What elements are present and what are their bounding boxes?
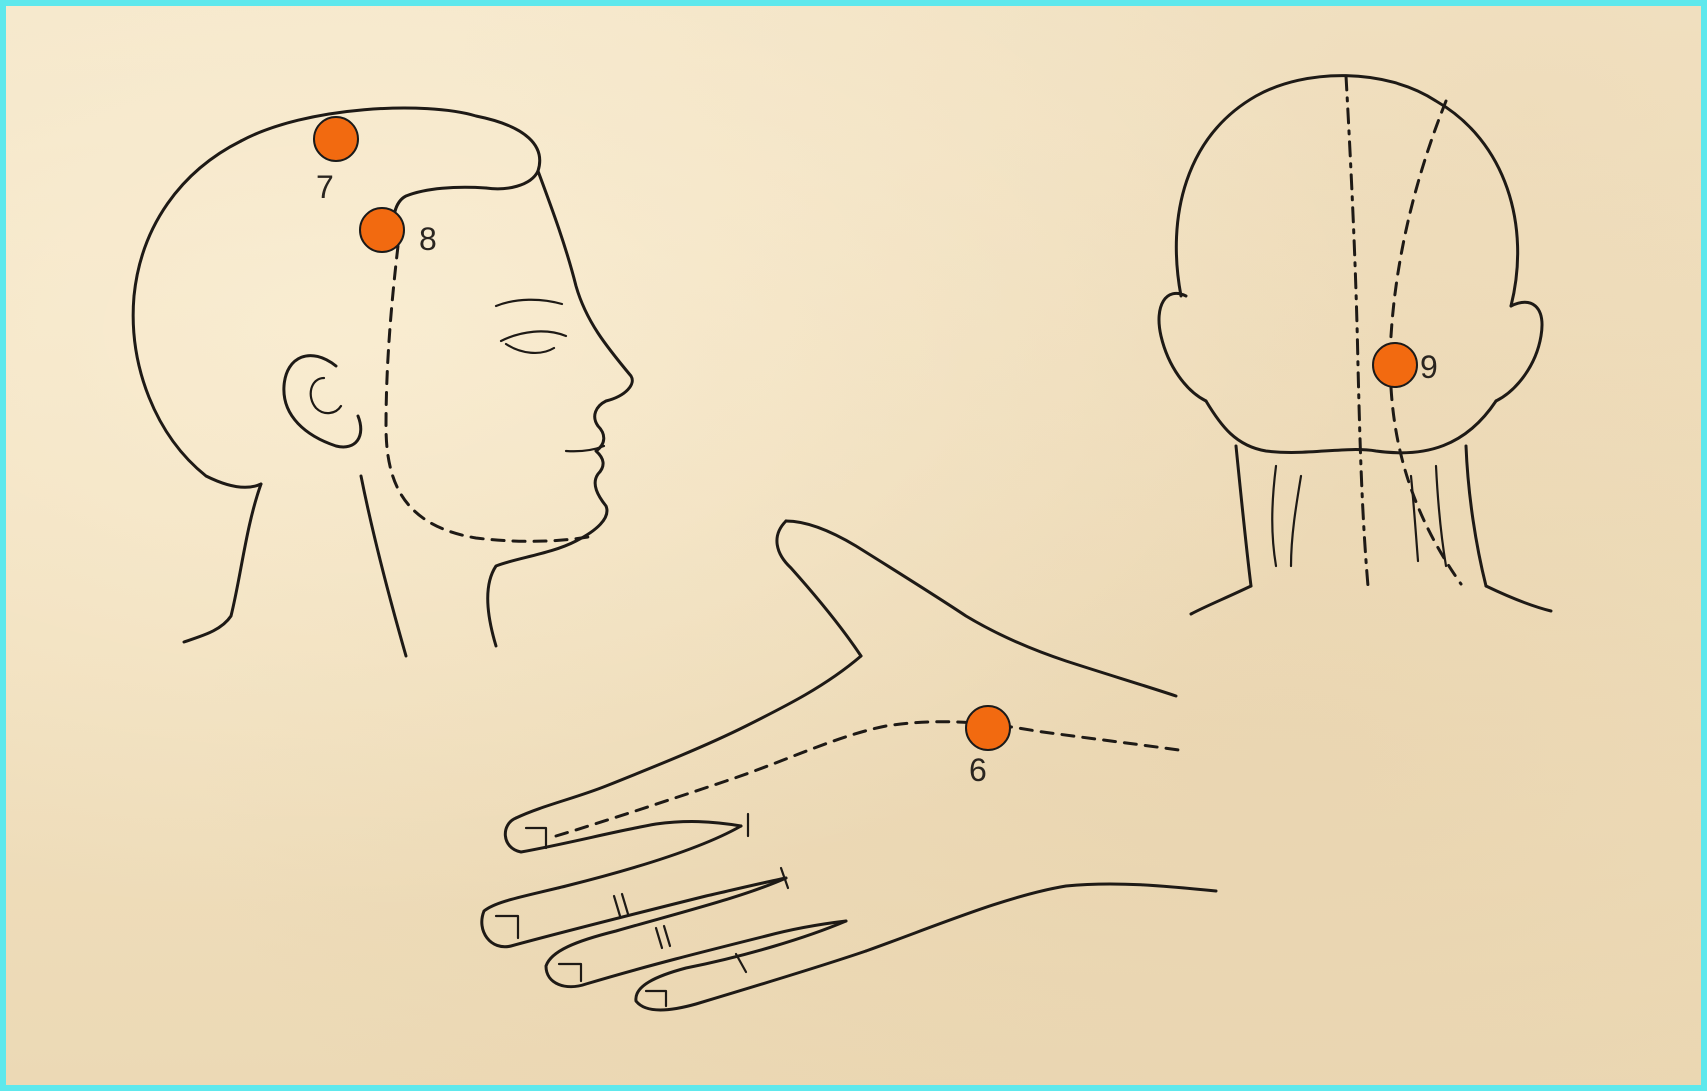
head-profile-drawing <box>133 108 632 656</box>
point-9-label: 9 <box>1420 349 1438 385</box>
acupoint-illustration: 7 8 9 6 <box>6 6 1701 1085</box>
point-7-label: 7 <box>316 169 334 205</box>
hand-drawing <box>482 521 1216 1010</box>
point-8-marker <box>360 208 404 252</box>
head-back-drawing <box>1159 76 1551 614</box>
point-8-label: 8 <box>419 221 437 257</box>
point-7-marker <box>314 117 358 161</box>
point-6-label: 6 <box>969 752 987 788</box>
point-6-marker <box>966 706 1010 750</box>
point-9-marker <box>1373 343 1417 387</box>
